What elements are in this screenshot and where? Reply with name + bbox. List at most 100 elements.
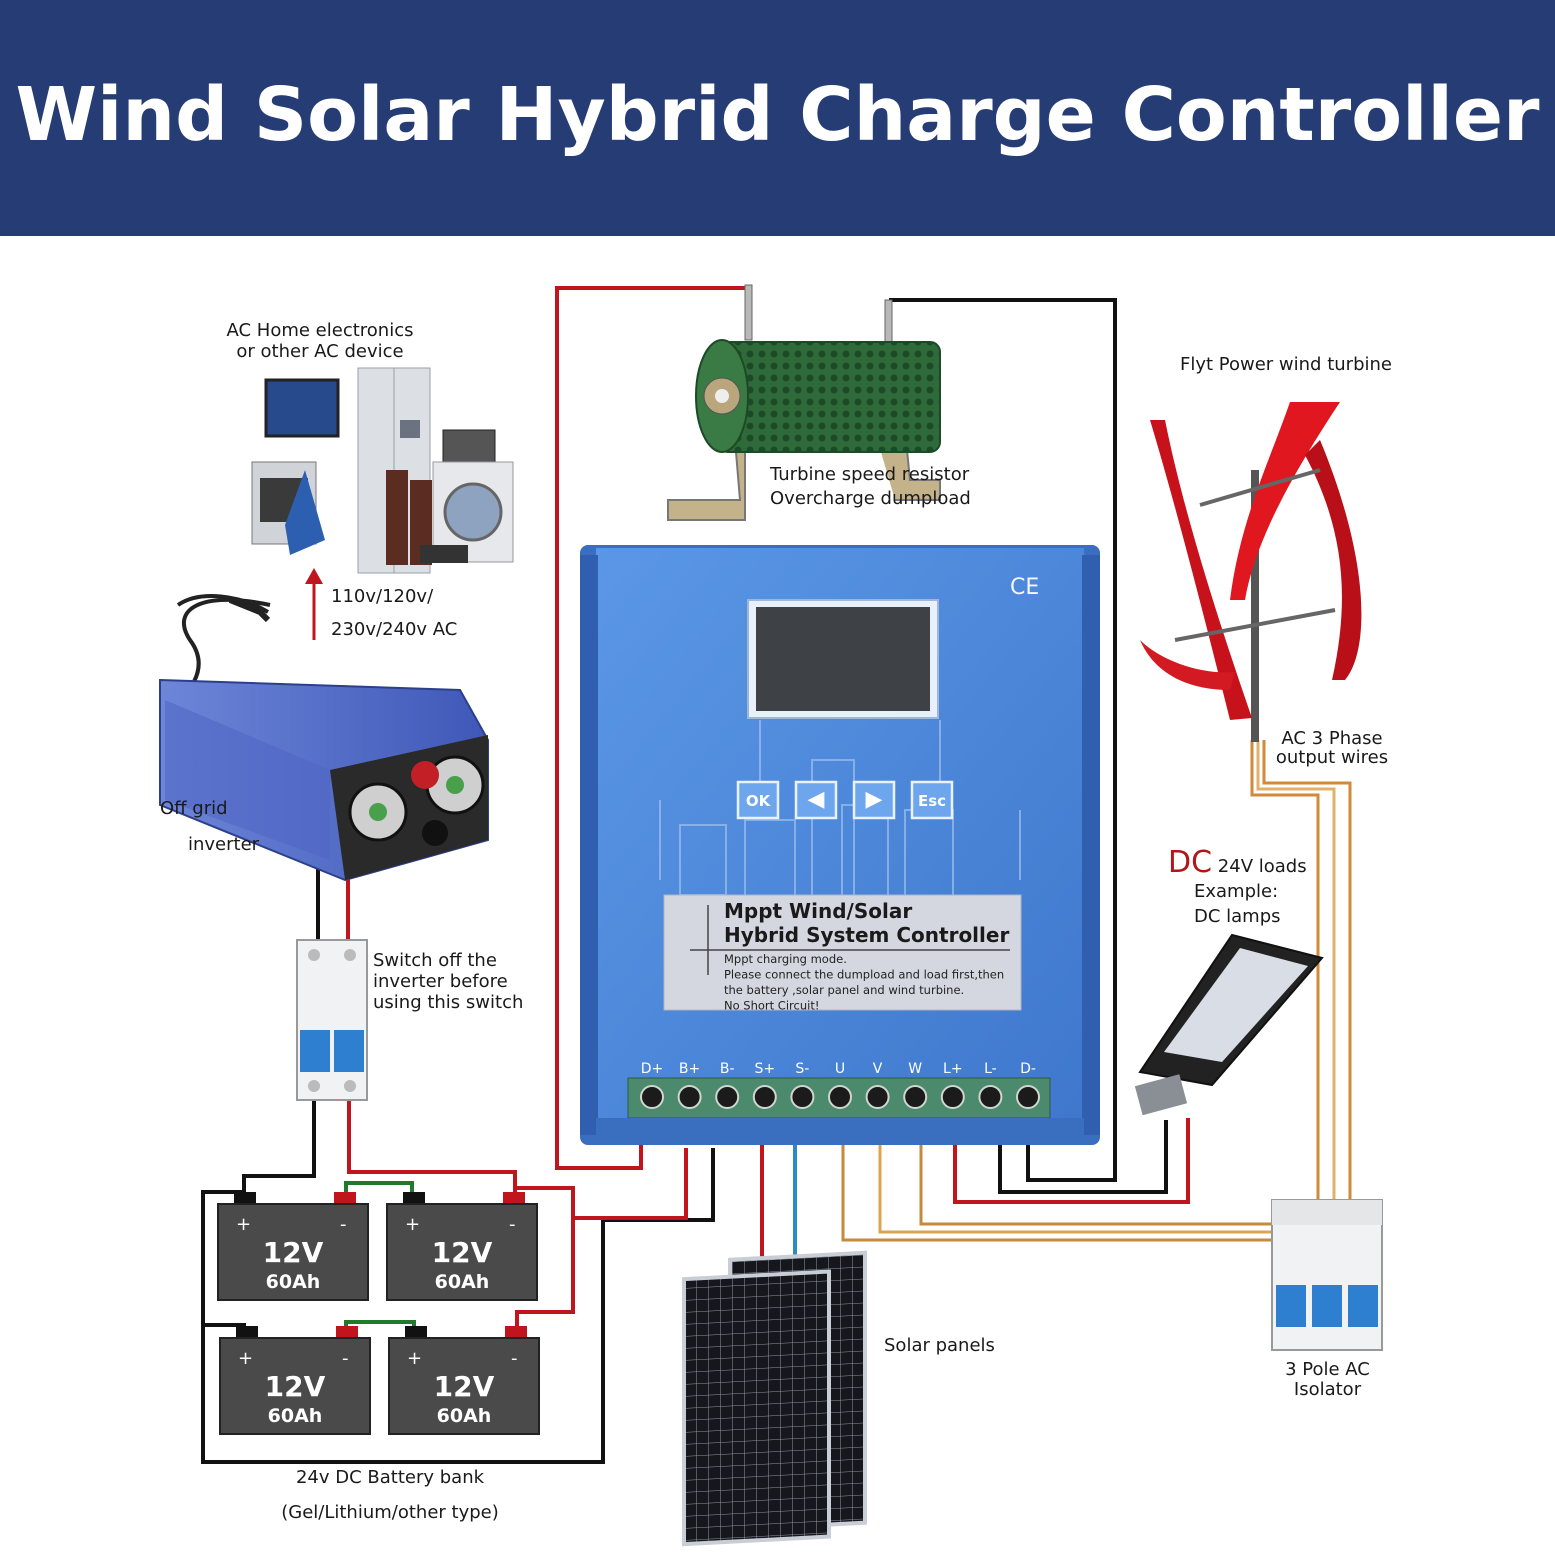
- battery-capacity: 60Ah: [266, 1271, 321, 1293]
- terminal-label: B-: [720, 1061, 735, 1077]
- battery-positive-post: [503, 1192, 525, 1204]
- wire-turbine-3: [1262, 740, 1352, 1200]
- ac-home-label-line2: or other AC device: [236, 341, 404, 362]
- battery-positive-post: [334, 1192, 356, 1204]
- battery-capacity: 60Ah: [268, 1405, 323, 1427]
- power-plug: [228, 597, 271, 623]
- resistor-label-line1: Turbine speed resistor: [770, 464, 970, 485]
- ac-arrow-head: [305, 568, 323, 584]
- battery-case: [219, 1337, 371, 1435]
- dc-prefix: DC: [1168, 845, 1213, 880]
- wire-ac-w: [919, 1145, 1272, 1226]
- controller-label-title-2: Hybrid System Controller: [724, 923, 1009, 947]
- dc-load-label-line3: DC lamps: [1194, 906, 1281, 927]
- title-banner: Wind Solar Hybrid Charge Controller: [0, 0, 1555, 236]
- resistor-label: Turbine speed resistor Overcharge dumplo…: [770, 463, 971, 511]
- battery-plus-sign: +: [236, 1214, 251, 1235]
- battery-plus-sign: +: [405, 1214, 420, 1235]
- wire-switch-red: [347, 1100, 517, 1204]
- ac-voltage-label: 110v/120v/ 230v/240v AC: [331, 586, 457, 640]
- isolator-toggle-3: [1348, 1285, 1378, 1327]
- isolator-toggle-1: [1276, 1285, 1306, 1327]
- terminal-screws: [640, 1085, 1040, 1109]
- wire-bank-red-2: [573, 1148, 688, 1220]
- isolator-label: 3 Pole AC Isolator: [1255, 1360, 1400, 1400]
- ac-home-label: AC Home electronics or other AC device: [205, 320, 435, 362]
- left-arrow-button[interactable]: ◀: [794, 780, 838, 820]
- ok-button[interactable]: OK: [736, 780, 780, 820]
- terminal-screw[interactable]: [940, 1085, 965, 1109]
- terminal-screw[interactable]: [978, 1085, 1003, 1109]
- switch-label-line3: using this switch: [373, 992, 524, 1013]
- turbine-label: Flyt Power wind turbine: [1180, 354, 1392, 375]
- turbine-blade-2: [1230, 402, 1340, 600]
- terminal-screw[interactable]: [752, 1085, 777, 1109]
- wire-load-black: [998, 1120, 1168, 1194]
- battery-voltage: 12V: [265, 1370, 326, 1403]
- battery-bank-label-line2: (Gel/Lithium/other type): [281, 1502, 499, 1523]
- battery-minus-sign: -: [342, 1348, 349, 1369]
- solar-label: Solar panels: [884, 1335, 995, 1356]
- dc-load-label-line1: DC 24V loads: [1168, 848, 1307, 879]
- inverter-red-terminal: [411, 761, 439, 789]
- battery-negative-post: [236, 1326, 258, 1338]
- battery-voltage: 12V: [434, 1370, 495, 1403]
- microwave: [442, 429, 496, 463]
- controller-buttons: OK ◀ ▶ Esc: [736, 780, 954, 820]
- terminal-screw[interactable]: [715, 1085, 740, 1109]
- vacuum: [285, 470, 325, 555]
- ac3-label-line1: AC 3 Phase: [1281, 728, 1383, 749]
- solar-panels: [682, 1250, 867, 1547]
- breaker-toggle-right: [334, 1030, 364, 1072]
- wire-dumpload-red: [555, 286, 745, 1170]
- breaker-switch: [296, 939, 368, 1101]
- ac3-label: AC 3 Phase output wires: [1262, 729, 1402, 767]
- battery-positive-post: [505, 1326, 527, 1338]
- terminal-screw[interactable]: [828, 1085, 852, 1109]
- solar-panel-front: [682, 1269, 831, 1547]
- battery-positive-post: [336, 1326, 358, 1338]
- wire-dumpload-black: [889, 298, 1117, 1182]
- terminal-screw[interactable]: [865, 1085, 890, 1109]
- resistor-label-line2: Overcharge dumpload: [770, 488, 971, 509]
- terminal-label: W: [908, 1061, 922, 1077]
- battery-voltage: 12V: [432, 1236, 493, 1269]
- dumpload-resistor: [667, 284, 941, 521]
- svg-text:◀: ◀: [808, 787, 825, 812]
- terminal-label: V: [873, 1061, 883, 1077]
- right-arrow-button[interactable]: ▶: [852, 780, 896, 820]
- switch-label-line2: inverter before: [373, 971, 508, 992]
- lamp-leds: [1164, 948, 1308, 1062]
- terminal-screw[interactable]: [1016, 1085, 1040, 1109]
- battery-case: [217, 1203, 369, 1301]
- controller-label-line: Please connect the dumpload and load fir…: [724, 968, 1004, 982]
- esc-button[interactable]: Esc: [910, 780, 954, 820]
- terminal-screw[interactable]: [790, 1085, 815, 1109]
- terminal-screw[interactable]: [903, 1085, 928, 1109]
- battery-minus-sign: -: [509, 1214, 516, 1235]
- terminal-label: B+: [679, 1061, 700, 1077]
- switch-label: Switch off the inverter before using thi…: [373, 950, 523, 1013]
- svg-text:Esc: Esc: [918, 792, 946, 810]
- terminal-label: D-: [1020, 1061, 1036, 1077]
- tv: [264, 378, 340, 438]
- terminal-label: D+: [641, 1061, 664, 1077]
- terminal-screw[interactable]: [677, 1085, 702, 1109]
- wire-ac-v: [878, 1145, 1272, 1234]
- battery-negative-post: [403, 1192, 425, 1204]
- isolator-label-line2: Isolator: [1293, 1379, 1362, 1400]
- wind-turbine: [1140, 402, 1362, 742]
- page-title: Wind Solar Hybrid Charge Controller: [15, 72, 1540, 158]
- off-grid-label-2: inverter: [188, 834, 260, 855]
- svg-text:OK: OK: [746, 792, 772, 810]
- terminal-screw[interactable]: [640, 1085, 664, 1109]
- turbine-blade-1: [1150, 420, 1252, 720]
- terminal-label: L+: [943, 1061, 963, 1077]
- wire-switch-black: [242, 1100, 316, 1204]
- battery-negative-post: [405, 1326, 427, 1338]
- wire-ac-u: [841, 1145, 1272, 1242]
